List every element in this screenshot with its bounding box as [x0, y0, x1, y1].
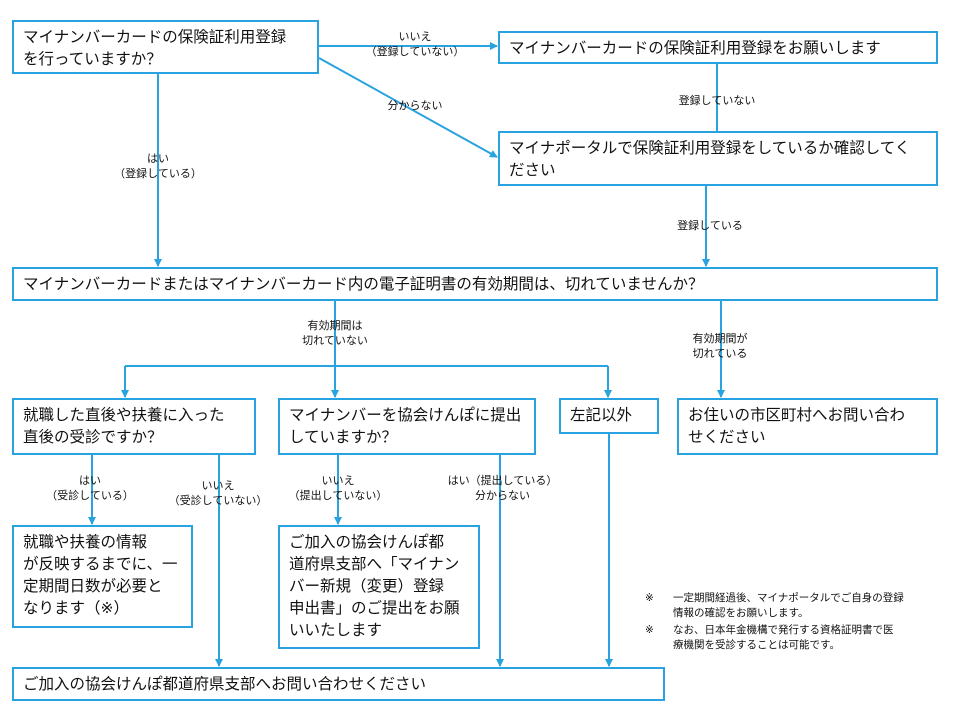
footnote-text: なお、日本年金機構で発行する資格証明書で医 療機関を受診することは可能です。: [673, 624, 894, 651]
other-box: 左記以外: [559, 398, 659, 434]
reflect-wait-box: 就職や扶養の情報 が反映するまでに、一 定期間日数が必要と なります（※）: [12, 525, 193, 628]
please-register-box: マイナンバーカードの保険証利用登録をお願いします: [498, 31, 938, 64]
label-portal-registered: 登録している: [677, 219, 743, 232]
question-just-employed-box: 就職した直後や扶養に入った 直後の受診ですか？: [12, 398, 256, 455]
footnote-mark: ※: [645, 592, 654, 604]
label-valid: 有効期間は 切れていない: [302, 319, 368, 347]
check-portal-box: マイナポータルで保険証利用登録をしているか確認してく ださい: [498, 131, 938, 186]
label-portal-not-registered: 登録していない: [678, 94, 756, 107]
label-expired: 有効期間が 切れている: [692, 332, 748, 360]
label-yes-visited: はい （受診している）: [46, 474, 134, 502]
contact-municipality-box: お住いの市区町村へお問い合わ せください: [677, 398, 938, 455]
question-validity-box: マイナンバーカードまたはマイナンバーカード内の電子証明書の有効期間は、切れていま…: [12, 267, 938, 301]
label-no-not-registered: いいえ （登録していない）: [365, 30, 465, 58]
footnote-2: ※ なお、日本年金機構で発行する資格証明書で医 療機関を受診することは可能です。: [645, 623, 945, 655]
label-no-not-visited: いいえ （受診していない）: [168, 479, 268, 507]
question-submitted-box: マイナンバーを協会けんぽに提出 していますか？: [278, 398, 536, 455]
label-yes-submitted-unknown: はい（提出している） 分からない: [447, 474, 558, 502]
submit-form-box: ご加入の協会けんぽ都 道府県支部へ「マイナン バー新規（変更）登録 申出書」のご…: [278, 525, 480, 649]
label-no-not-submitted: いいえ （提出していない）: [288, 474, 388, 502]
footnote-text: 一定期間経過後、マイナポータルでご自身の登録 情報の確認をお願いします。: [673, 592, 904, 619]
contact-branch-box: ご加入の協会けんぽ都道府県支部へお問い合わせください: [12, 667, 665, 701]
question-registered-box: マイナンバーカードの保険証利用登録 を行っていますか？: [12, 20, 319, 74]
arrow-unknown-to-portal: [318, 57, 498, 158]
label-unknown: 分からない: [387, 99, 443, 112]
footnote-mark: ※: [645, 624, 654, 636]
label-yes-registered: はい （登録している）: [114, 152, 202, 180]
footnote-1: ※ 一定期間経過後、マイナポータルでご自身の登録 情報の確認をお願いします。: [645, 591, 945, 623]
